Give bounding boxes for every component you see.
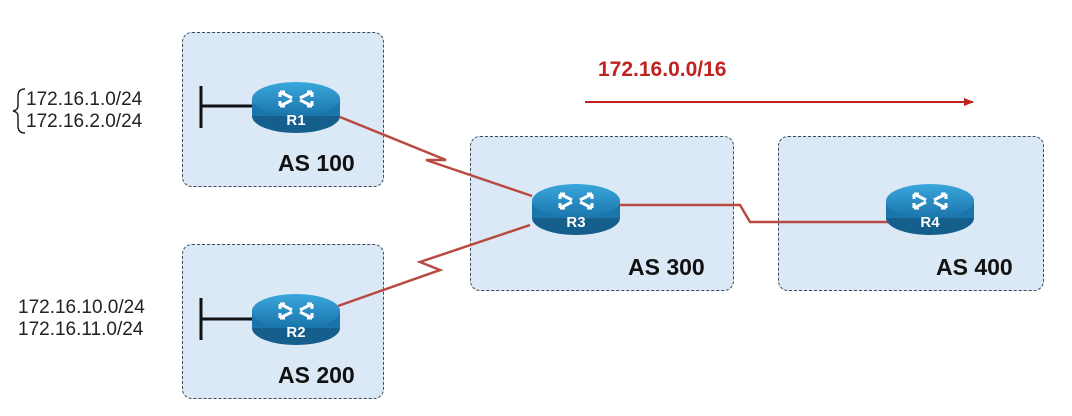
as-200-label: AS 200 [278,362,355,388]
r2-networks: 172.16.10.0/24 172.16.11.0/24 [18,297,145,341]
as-300-label: AS 300 [628,254,705,280]
lan-stub-r2 [199,298,252,340]
router-r1-icon [252,82,340,133]
router-r3-label: R3 [566,214,586,231]
as-400-label: AS 400 [936,254,1013,280]
router-r3-icon [532,184,620,235]
router-r2-label: R2 [286,324,306,341]
network-prefix: 172.16.11.0/24 [18,319,144,340]
r1-networks: 172.16.1.0/24 172.16.2.0/24 [26,89,142,133]
router-r1-label: R1 [286,112,306,129]
network-prefix: 172.16.2.0/24 [26,111,143,132]
network-prefix: 172.16.1.0/24 [26,89,143,110]
link-r1-r3 [339,115,533,198]
router-r2-icon [252,294,340,345]
link-r2-r3 [337,223,531,308]
link-r3-r4 [620,203,888,224]
as-100-label: AS 100 [278,150,355,176]
r1-network-bracket [12,88,26,134]
router-r4-icon [886,184,974,235]
summary-route-label: 172.16.0.0/16 [598,58,727,81]
lan-stub-r1 [199,86,252,128]
router-r4-label: R4 [920,214,940,231]
network-prefix: 172.16.10.0/24 [18,297,145,318]
